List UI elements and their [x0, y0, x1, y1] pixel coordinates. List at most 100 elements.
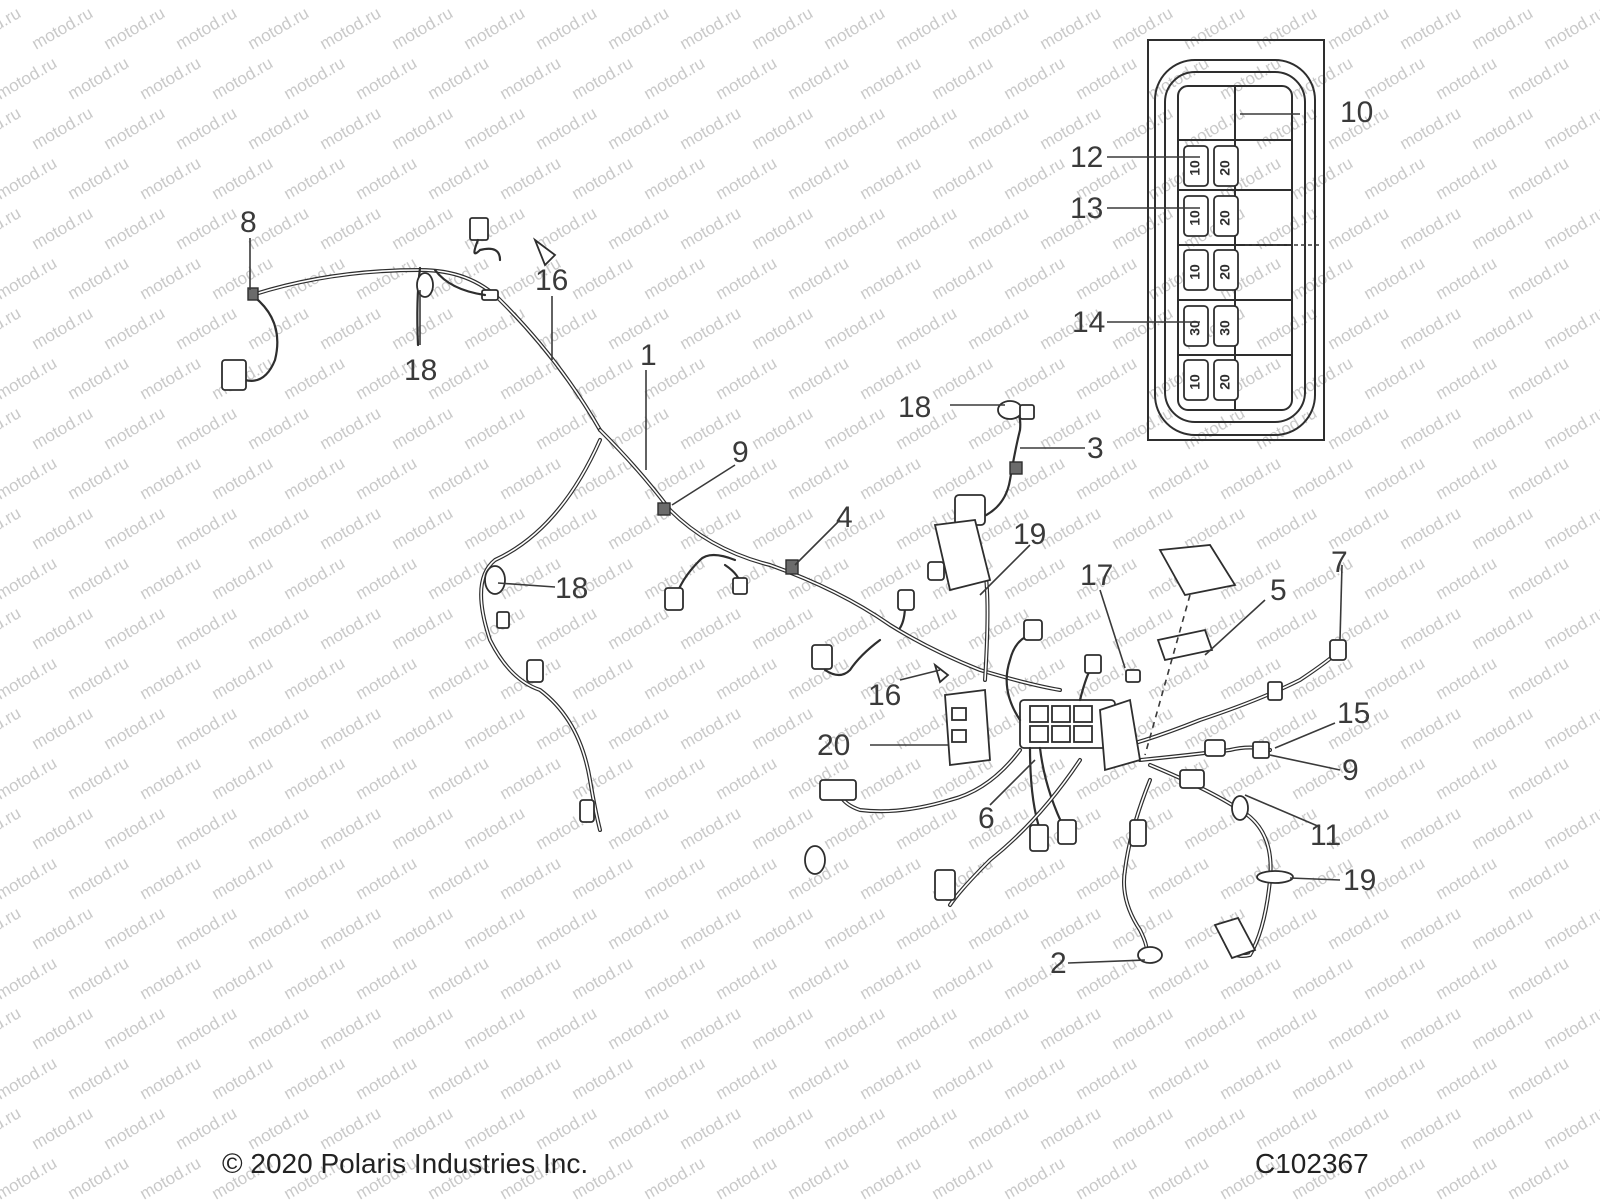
- watermark-text: motod.ru: [497, 853, 565, 903]
- watermark-text: motod.ru: [389, 303, 457, 353]
- watermark-text: motod.ru: [569, 253, 637, 303]
- watermark-text: motod.ru: [893, 103, 961, 153]
- wire-clip-icon: [1231, 795, 1249, 821]
- watermark-text: motod.ru: [749, 103, 817, 153]
- watermark-text: motod.ru: [245, 1003, 313, 1053]
- watermark-text: motod.ru: [605, 1103, 673, 1153]
- connector-icon: [732, 577, 748, 595]
- wire-clip-icon: [997, 400, 1023, 420]
- watermark-text: motod.ru: [425, 53, 493, 103]
- watermark-text: motod.ru: [1361, 753, 1429, 803]
- fuse-icon: [1183, 305, 1209, 347]
- watermark-text: motod.ru: [137, 0, 205, 3]
- callout-12: 12: [1070, 141, 1103, 174]
- fuse-icon: [1183, 195, 1209, 237]
- watermark-text: motod.ru: [317, 3, 385, 53]
- watermark-text: motod.ru: [173, 703, 241, 753]
- watermark-text: motod.ru: [173, 203, 241, 253]
- watermark-text: motod.ru: [641, 153, 709, 203]
- watermark-text: motod.ru: [1361, 653, 1429, 703]
- watermark-text: motod.ru: [1541, 903, 1600, 953]
- bolt-icon: [951, 729, 967, 743]
- watermark-text: motod.ru: [1541, 1003, 1600, 1053]
- watermark-text: motod.ru: [1289, 0, 1357, 3]
- watermark-text: motod.ru: [245, 903, 313, 953]
- watermark-text: motod.ru: [677, 903, 745, 953]
- watermark-text: motod.ru: [1397, 1003, 1465, 1053]
- watermark-text: motod.ru: [29, 3, 97, 53]
- watermark-text: motod.ru: [497, 753, 565, 803]
- watermark-text: motod.ru: [29, 1103, 97, 1153]
- watermark-text: motod.ru: [965, 103, 1033, 153]
- watermark-text: motod.ru: [1469, 1003, 1537, 1053]
- watermark-text: motod.ru: [173, 1003, 241, 1053]
- watermark-text: motod.ru: [1289, 253, 1357, 303]
- watermark-text: motod.ru: [1397, 703, 1465, 753]
- watermark-text: motod.ru: [893, 903, 961, 953]
- watermark-text: motod.ru: [1469, 103, 1537, 153]
- watermark-text: motod.ru: [1469, 803, 1537, 853]
- watermark-text: motod.ru: [29, 503, 97, 553]
- watermark-text: motod.ru: [857, 0, 925, 3]
- watermark-text: motod.ru: [65, 553, 133, 603]
- watermark-text: motod.ru: [1505, 853, 1573, 903]
- watermark-text: motod.ru: [245, 1103, 313, 1153]
- watermark-text: motod.ru: [1469, 303, 1537, 353]
- watermark-text: motod.ru: [353, 153, 421, 203]
- watermark-text: motod.ru: [281, 553, 349, 603]
- watermark-text: motod.ru: [461, 1003, 529, 1053]
- watermark-text: motod.ru: [1505, 153, 1573, 203]
- watermark-text: motod.ru: [785, 1153, 853, 1200]
- watermark-text: motod.ru: [713, 253, 781, 303]
- watermark-text: motod.ru: [1289, 153, 1357, 203]
- watermark-text: motod.ru: [497, 453, 565, 503]
- watermark-text: motod.ru: [1253, 3, 1321, 53]
- watermark-text: motod.ru: [857, 253, 925, 303]
- watermark-text: motod.ru: [1145, 0, 1213, 3]
- watermark-text: motod.ru: [1469, 703, 1537, 753]
- watermark-text: motod.ru: [569, 753, 637, 803]
- watermark-text: motod.ru: [389, 103, 457, 153]
- watermark-text: motod.ru: [1109, 1003, 1177, 1053]
- watermark-text: motod.ru: [497, 153, 565, 203]
- watermark-text: motod.ru: [101, 403, 169, 453]
- watermark-text: motod.ru: [1541, 603, 1600, 653]
- watermark-text: motod.ru: [137, 553, 205, 603]
- watermark-text: motod.ru: [785, 153, 853, 203]
- watermark-text: motod.ru: [605, 203, 673, 253]
- watermark-text: motod.ru: [1361, 353, 1429, 403]
- watermark-text: motod.ru: [425, 853, 493, 903]
- watermark-text: motod.ru: [1361, 453, 1429, 503]
- watermark-text: motod.ru: [1469, 603, 1537, 653]
- watermark-text: motod.ru: [1289, 1053, 1357, 1103]
- watermark-text: motod.ru: [65, 0, 133, 3]
- fuse-icon: [1183, 359, 1209, 401]
- fuse-icon: [1213, 249, 1239, 291]
- watermark-text: motod.ru: [533, 1103, 601, 1153]
- watermark-text: motod.ru: [713, 53, 781, 103]
- watermark-text: motod.ru: [929, 1153, 997, 1200]
- clip-icon: [785, 559, 799, 575]
- watermark-text: motod.ru: [1397, 303, 1465, 353]
- watermark-text: motod.ru: [605, 1003, 673, 1053]
- watermark-text: motod.ru: [569, 153, 637, 203]
- watermark-text: motod.ru: [713, 1153, 781, 1200]
- watermark-text: motod.ru: [389, 703, 457, 753]
- watermark-text: motod.ru: [317, 803, 385, 853]
- watermark-text: motod.ru: [29, 903, 97, 953]
- relay-icon: [1051, 705, 1071, 723]
- watermark-text: motod.ru: [101, 203, 169, 253]
- watermark-text: motod.ru: [65, 353, 133, 403]
- watermark-text: motod.ru: [209, 253, 277, 303]
- watermark-text: motod.ru: [605, 703, 673, 753]
- watermark-text: motod.ru: [713, 1053, 781, 1103]
- watermark-text: motod.ru: [1361, 1153, 1429, 1200]
- watermark-text: motod.ru: [641, 53, 709, 103]
- callout-13: 13: [1070, 192, 1103, 225]
- watermark-text: motod.ru: [1037, 1103, 1105, 1153]
- watermark-text: motod.ru: [497, 953, 565, 1003]
- watermark-text: motod.ru: [65, 1153, 133, 1200]
- watermark-text: motod.ru: [1253, 503, 1321, 553]
- watermark-text: motod.ru: [749, 303, 817, 353]
